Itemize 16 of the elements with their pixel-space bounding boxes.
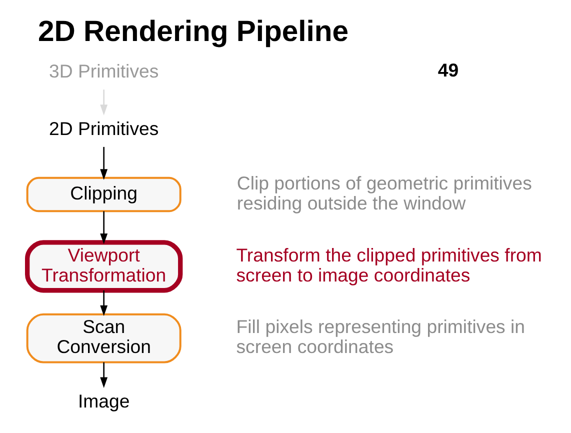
arrow — [100, 362, 108, 388]
node-text: 3D Primitives — [48, 60, 159, 82]
arrow — [100, 90, 108, 116]
arrow — [100, 290, 108, 316]
node-text: Image — [78, 390, 130, 412]
node-label: Clip portions of geometric primitives residing outside the window — [236, 172, 532, 214]
arrow — [100, 211, 108, 244]
node-box: Viewport Transformation — [25, 240, 183, 293]
node-label: Fill pixels representing primitives in screen coordinates — [236, 316, 526, 358]
label: 49 — [438, 59, 459, 80]
node-box: Clipping — [26, 176, 182, 212]
node-box: Scan Conversion — [26, 313, 182, 364]
node-text: 2D Primitives — [48, 118, 159, 139]
node-label: Transform the clipped primitives from screen to image coordinates — [236, 244, 542, 286]
diagram-title: 2D Rendering Pipeline — [38, 16, 349, 48]
arrow — [100, 146, 108, 180]
